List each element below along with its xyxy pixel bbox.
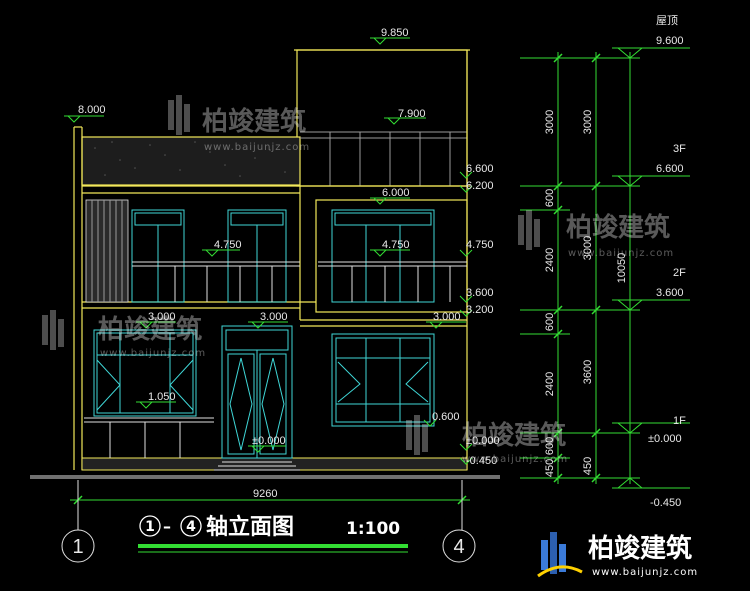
watermark-url-4: www.baijunjz.com bbox=[462, 454, 568, 465]
window-2f-1 bbox=[131, 209, 185, 303]
watermark-brand-2: 柏竣建筑 bbox=[566, 212, 670, 243]
title-scale: 1:100 bbox=[346, 519, 400, 539]
watermark-logo-corner: 柏竣建筑 www.baijunjz.com bbox=[537, 532, 698, 578]
dim-c1-5: 600 bbox=[544, 437, 556, 455]
elev-3000-b: 3.000 bbox=[260, 311, 288, 323]
elev-3600: 3.600 bbox=[466, 287, 494, 299]
brand-logo-icon bbox=[537, 532, 583, 578]
window-2f-2 bbox=[227, 209, 287, 303]
level-2f-value: 3.600 bbox=[656, 287, 684, 299]
watermark-brand-1: 柏竣建筑 bbox=[202, 106, 306, 137]
level-1f-value: ±0.000 bbox=[648, 433, 682, 445]
watermark-1: 柏竣建筑 www.baijunjz.com bbox=[168, 95, 310, 153]
elev-ground-0450: -0.450 bbox=[466, 455, 497, 467]
dimension-lines-right bbox=[520, 47, 690, 489]
watermark-url-corner: www.baijunjz.com bbox=[592, 567, 698, 578]
elev-6000: 6.000 bbox=[382, 187, 410, 199]
dim-c1-4: 2400 bbox=[544, 372, 556, 396]
overall-width: 9260 bbox=[253, 488, 277, 500]
windows bbox=[84, 209, 467, 459]
balcony-railing-2f bbox=[132, 261, 467, 302]
roof-structure bbox=[296, 49, 468, 187]
elevation-markers bbox=[64, 37, 473, 465]
axis-bubble-left bbox=[61, 529, 95, 563]
dim-c2-0: 3000 bbox=[582, 110, 594, 134]
elev-9850: 9.850 bbox=[381, 27, 409, 39]
window-2f-3 bbox=[331, 209, 435, 303]
watermark-4: 柏竣建筑 www.baijunjz.com bbox=[406, 415, 568, 465]
window-1f-left bbox=[93, 329, 197, 417]
watermark-3: 柏竣建筑 www.baijunjz.com bbox=[42, 310, 206, 359]
watermark-url-3: www.baijunjz.com bbox=[100, 348, 206, 359]
dim-c1-1: 600 bbox=[544, 189, 556, 207]
elev-ground-0000: ±0.000 bbox=[466, 435, 500, 447]
dim-c2-2: 3600 bbox=[582, 360, 594, 384]
dim-c1-3: 600 bbox=[544, 313, 556, 331]
elev-0600: 0.600 bbox=[432, 411, 460, 423]
title-axis-to: 4 bbox=[186, 519, 196, 535]
level-3f-name: 3F bbox=[673, 143, 686, 155]
elev-4750-a: 4.750 bbox=[214, 239, 242, 251]
axis-num-left: 1 bbox=[72, 536, 83, 558]
title-text: 轴立面图 bbox=[206, 514, 294, 540]
watermark-url-1: www.baijunjz.com bbox=[204, 142, 310, 153]
title-dash: – bbox=[163, 517, 171, 536]
elev-6200: 6.200 bbox=[466, 180, 494, 192]
level-2f-name: 2F bbox=[673, 267, 686, 279]
dim-c2-1: 3000 bbox=[582, 236, 594, 260]
building-outline bbox=[30, 49, 500, 479]
watermark-brand-4: 柏竣建筑 bbox=[462, 420, 566, 451]
entry-door-1f bbox=[221, 325, 293, 459]
level-1f-name: 1F bbox=[673, 415, 686, 427]
elev-3000-a: 3.000 bbox=[148, 311, 176, 323]
level-3f-value: 6.600 bbox=[656, 163, 684, 175]
axis-lines bbox=[61, 480, 476, 563]
dim-c1-0: 3000 bbox=[544, 110, 556, 134]
railing-1f-left bbox=[84, 417, 214, 458]
wood-strip-panel bbox=[85, 199, 129, 303]
axis-bubble-right bbox=[442, 529, 476, 563]
elev-7900: 7.900 bbox=[398, 108, 426, 120]
axis-num-right: 4 bbox=[453, 536, 464, 558]
dim-c2-3: 450 bbox=[582, 457, 594, 475]
terrace-railing bbox=[300, 131, 467, 186]
elev-3000-c: 3.000 bbox=[433, 311, 461, 323]
watermark-2: 柏竣建筑 www.baijunjz.com bbox=[518, 210, 674, 259]
level-roof-name: 屋顶 bbox=[656, 14, 678, 27]
bay-2f-right bbox=[315, 199, 468, 313]
watermark-url-2: www.baijunjz.com bbox=[568, 248, 674, 259]
dim-c3-0: 10050 bbox=[616, 253, 628, 284]
elev-3200: 3.200 bbox=[466, 304, 494, 316]
elev-door-0000: ±0.000 bbox=[252, 435, 286, 447]
elev-8000: 8.000 bbox=[78, 104, 106, 116]
dim-c1-2: 2400 bbox=[544, 248, 556, 272]
elev-1050: 1.050 bbox=[148, 391, 176, 403]
watermark-brand-corner: 柏竣建筑 bbox=[588, 533, 692, 564]
elev-4750-b: 4.750 bbox=[382, 239, 410, 251]
title-axis-from: 1 bbox=[145, 519, 155, 535]
level-roof-value: 9.600 bbox=[656, 35, 684, 47]
dim-c1-6: 450 bbox=[544, 459, 556, 477]
elev-4750-c: 4.750 bbox=[466, 239, 494, 251]
labels: 9.850 8.000 7.900 6.600 6.200 6.000 4.75… bbox=[72, 14, 686, 558]
watermark-brand-3: 柏竣建筑 bbox=[98, 314, 202, 345]
elev-6600: 6.600 bbox=[466, 163, 494, 175]
window-1f-right bbox=[331, 333, 435, 427]
drawing-title: 1 – 4 轴立面图 1:100 bbox=[138, 514, 408, 553]
level-below: -0.450 bbox=[650, 497, 681, 509]
